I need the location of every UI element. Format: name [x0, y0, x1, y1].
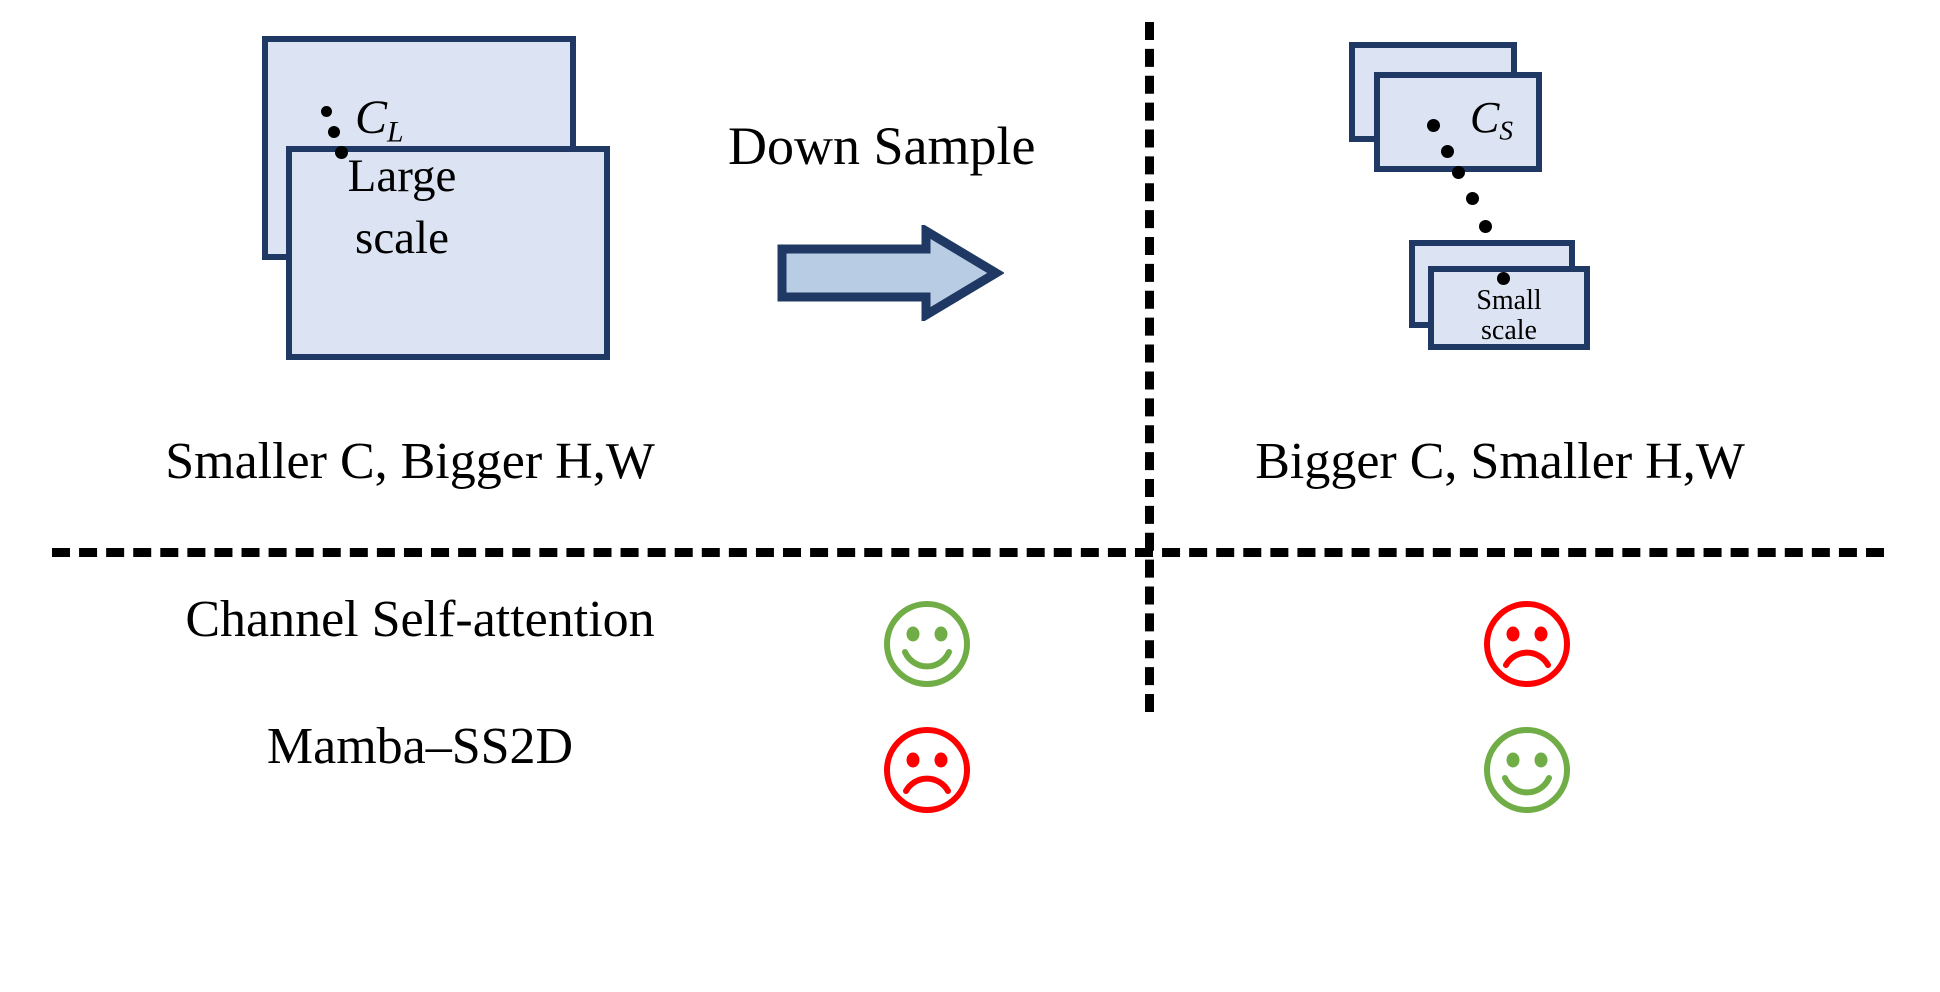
right-channel-letter: C [1470, 93, 1500, 142]
sad-face-icon [884, 727, 970, 813]
down-sample-label: Down Sample [728, 116, 1036, 176]
channel-dot [1441, 145, 1454, 158]
channel-dot [321, 106, 332, 117]
right-arrow-icon [777, 223, 1005, 323]
happy-face-icon [884, 601, 970, 687]
left-channel-symbol: CL [355, 91, 404, 149]
channel-dot [335, 146, 348, 159]
ellipsis-dot [1479, 220, 1492, 233]
ellipsis-dot [1452, 166, 1465, 179]
right-channel-symbol: CS [1470, 93, 1513, 146]
row-channel-self-attention-left-verdict [881, 598, 973, 690]
small-scale-map-upper-front [1374, 72, 1542, 172]
ellipsis-dot [1466, 192, 1479, 205]
right-map-label-line2: scale [1481, 315, 1537, 346]
left-map-label-line2: scale [355, 212, 449, 264]
horizontal-divider [52, 548, 1884, 557]
channel-dot [1427, 119, 1440, 132]
left-map-label-line1: Large [347, 150, 457, 202]
row-channel-self-attention-right-verdict [1481, 598, 1573, 690]
left-caption: Smaller C, Bigger H,W [165, 433, 655, 490]
happy-face-icon [1484, 727, 1570, 813]
row-mamba-ss2d-right-verdict [1481, 724, 1573, 816]
left-channel-letter: C [355, 91, 388, 144]
row-label-mamba-ss2d: Mamba–SS2D [266, 718, 574, 775]
channel-dot [328, 126, 340, 138]
vertical-divider [1145, 22, 1154, 712]
down-sample-arrow [776, 223, 1005, 323]
right-channel-subscript: S [1499, 115, 1513, 146]
row-label-channel-self-attention: Channel Self-attention [185, 591, 655, 648]
large-scale-map-front [286, 146, 610, 360]
row-mamba-ss2d-left-verdict [881, 724, 973, 816]
ellipsis-dot [1497, 272, 1510, 285]
right-caption: Bigger C, Smaller H,W [1255, 433, 1745, 490]
sad-face-icon [1484, 601, 1570, 687]
right-map-label-line1: Small [1476, 285, 1542, 316]
left-channel-subscript: L [387, 115, 404, 149]
